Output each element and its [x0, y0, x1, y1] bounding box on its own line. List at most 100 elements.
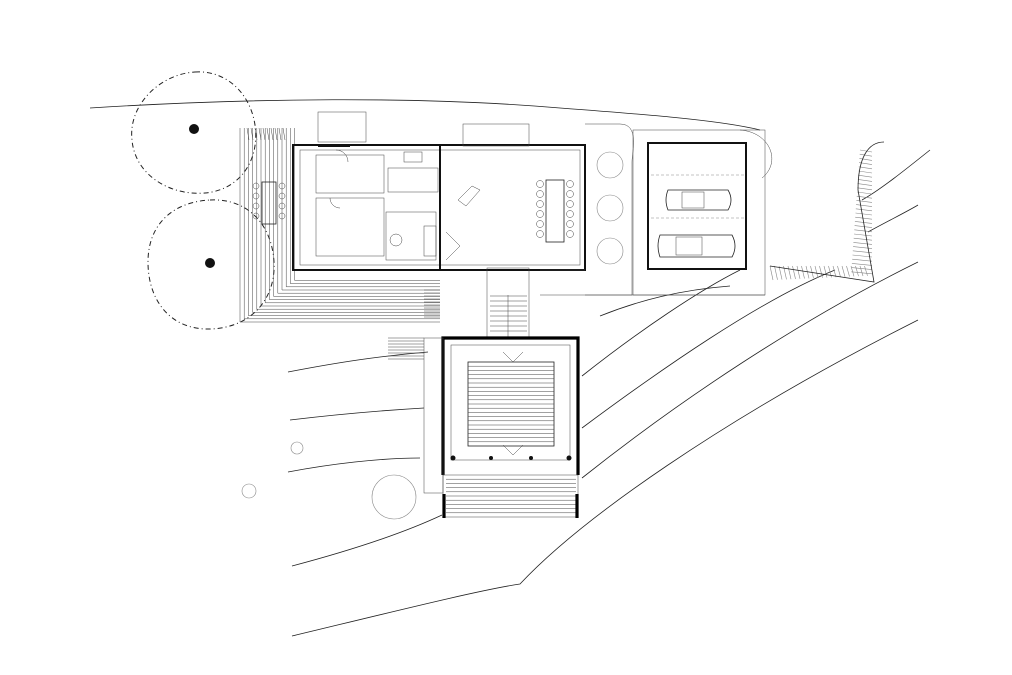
hatch-line: [859, 265, 864, 277]
terrace-step-line: [270, 127, 274, 141]
chair: [278, 182, 286, 190]
hatch-line: [851, 267, 873, 270]
chair: [566, 180, 574, 188]
hatch-line: [854, 225, 873, 228]
terrace-step-line: [274, 127, 278, 141]
chair: [536, 200, 544, 208]
terrace-step-line: [252, 128, 440, 313]
main-house: [292, 111, 586, 271]
west-terrace-steps: [239, 127, 440, 323]
terrace-step-line: [258, 127, 262, 141]
pavilion: [441, 336, 580, 475]
terrace-step-line: [273, 128, 440, 297]
hatch-line: [855, 216, 873, 220]
tree-canopy-north: [131, 71, 257, 194]
hatch-line: [857, 183, 873, 186]
terrace-step-line: [278, 127, 282, 141]
chair: [252, 192, 260, 200]
hatch-line: [851, 263, 873, 266]
hatch-line: [796, 265, 801, 279]
hatch-line: [859, 149, 873, 153]
car-bottom: [657, 234, 736, 258]
hatch-line: [837, 265, 841, 278]
terrace-step-line: [282, 127, 286, 141]
chair: [566, 210, 574, 218]
chair: [536, 180, 544, 188]
hatch-line: [858, 166, 873, 170]
hatch-line: [856, 200, 873, 203]
terrace-step-line: [290, 128, 440, 284]
hatch-line: [855, 212, 873, 216]
hatch-line: [858, 170, 873, 174]
west-stairs: [388, 289, 444, 494]
hatch-line: [855, 265, 859, 277]
hatch-line: [859, 158, 873, 161]
hatch-line: [801, 265, 805, 279]
terrace-step-line: [246, 127, 250, 141]
chair: [252, 202, 260, 210]
chair: [252, 182, 260, 190]
hatch-line: [857, 187, 873, 191]
hatch-line: [853, 246, 873, 249]
terrace-step-line: [260, 128, 440, 307]
pavilion-deck: [442, 474, 579, 518]
chair: [536, 220, 544, 228]
carport: [647, 142, 747, 270]
hatch-line: [841, 265, 846, 277]
terrace-step-line: [239, 128, 440, 323]
hatch-line: [859, 153, 873, 157]
hatch-line: [855, 208, 873, 212]
terrace-step-line: [256, 128, 440, 310]
dining-table-terrace: [252, 181, 286, 225]
connecting-corridor: [486, 267, 530, 339]
hatch-line: [852, 254, 873, 258]
hatch-line: [823, 265, 828, 278]
chair: [278, 202, 286, 210]
terrace-step-line: [254, 127, 258, 141]
hatch-line: [852, 258, 873, 262]
hatch-line: [769, 265, 774, 281]
chair: [566, 200, 574, 208]
wall-outline: [769, 141, 885, 283]
terrace-step-line: [277, 128, 440, 294]
hatch-line: [787, 265, 792, 280]
hatch-line: [851, 271, 873, 275]
dining-table-main: [536, 179, 574, 243]
terrace-step-line: [281, 128, 440, 291]
hatch-line: [819, 265, 823, 278]
terrace-step-line: [250, 127, 254, 141]
hatch-line: [778, 265, 783, 280]
chair: [278, 212, 286, 220]
terrace-step-line: [285, 128, 440, 288]
chair: [536, 230, 544, 238]
hatch-line: [853, 242, 873, 245]
hatch-line: [814, 265, 819, 279]
retaining-wall-hatch: [769, 141, 885, 283]
hatch-line: [856, 204, 873, 207]
chair: [566, 220, 574, 228]
hatch-line: [850, 265, 855, 277]
car-top: [665, 189, 732, 211]
side-wall: [423, 337, 444, 494]
terrace-step-line: [243, 128, 440, 320]
hatch-line: [857, 179, 873, 182]
terrace-step-line: [264, 128, 440, 304]
chair: [278, 192, 286, 200]
chair: [566, 190, 574, 198]
shrubs: [241, 151, 624, 520]
chair: [252, 212, 260, 220]
hatch-line: [853, 233, 873, 237]
terrace-step-line: [262, 127, 266, 141]
hatch-line: [858, 174, 873, 178]
chair: [536, 210, 544, 218]
hatch-line: [805, 265, 810, 279]
hatch-line: [864, 265, 868, 276]
hatch-line: [846, 265, 850, 277]
hatch-line: [792, 265, 796, 280]
tree-canopy-south: [147, 199, 275, 330]
chair: [536, 190, 544, 198]
terrace-step-line: [266, 127, 270, 141]
garage-courtyard: [540, 123, 772, 296]
hatch-line: [856, 191, 873, 195]
